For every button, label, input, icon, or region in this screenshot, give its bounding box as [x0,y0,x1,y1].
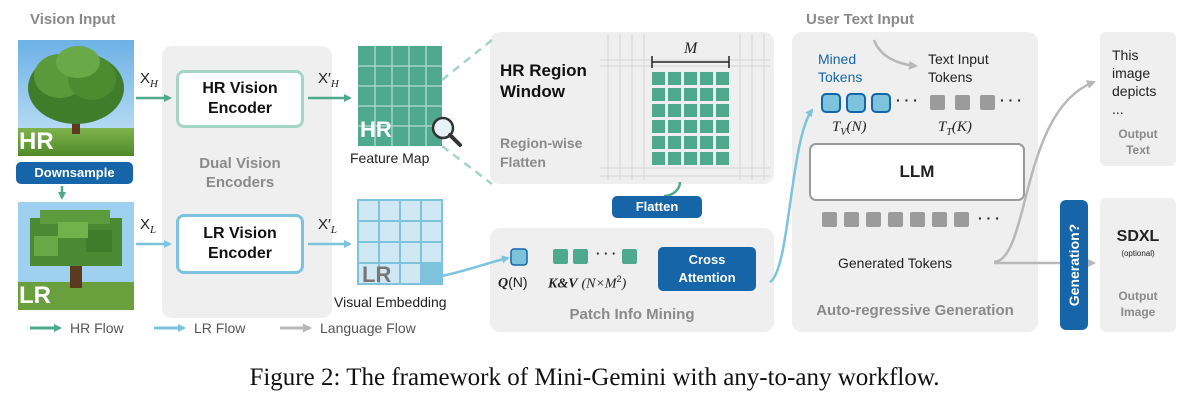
visual-embedding-badge: LR [362,262,392,287]
vision-input-title: Vision Input [30,11,116,28]
x-h-label: XH [140,70,158,90]
lr-image-badge: LR [19,282,51,309]
llm-box [809,143,1025,201]
patch-info-mining-title: Patch Info Mining [569,306,695,323]
output-text-panel [1100,32,1176,166]
hr-input-image [18,40,134,156]
visual-embedding-label: Visual Embedding [334,294,447,310]
generated-tokens-label: Generated Tokens [838,255,953,271]
magnifier-icon [431,116,462,147]
user-text-input-title: User Text Input [806,11,915,28]
text-token-1 [930,95,945,110]
lr-input-image [18,202,134,310]
figure-caption: Figure 2: The framework of Mini-Gemini w… [249,364,940,391]
generation-decision-label: Generation? [1066,223,1082,307]
downsample-label: Downsample [16,162,133,184]
generated-tokens [822,212,969,227]
sdxl-optional: (optional) [1121,249,1155,258]
llm-label: LLM [899,162,935,181]
legend-language-flow: Language Flow [320,320,416,336]
xp-l-label: X′L [318,216,337,236]
mined-token-1 [821,93,841,113]
q-token [510,248,528,266]
kv-dots: · · · [596,246,617,261]
legend-hr-flow: HR Flow [70,320,124,336]
generated-dots: · · · [978,210,1000,226]
kv-token-2 [573,249,588,264]
autoregressive-title: Auto-regressive Generation [816,302,1014,319]
region-window-cells [652,72,729,165]
m-bracket [651,56,730,68]
feature-map-badge: HR [360,117,392,142]
text-token-2 [955,95,970,110]
mined-dots: · · · [896,92,918,108]
kv-token-1 [553,249,568,264]
tt-label: TT(K) [938,119,972,138]
tv-label: TV(N) [832,119,867,138]
feature-map-grid [358,46,442,146]
region-grid [600,34,770,180]
feature-map-label: Feature Map [350,150,430,166]
m-label: M [684,40,698,57]
mined-token-2 [846,93,866,113]
generation-decision-bar [1060,200,1088,330]
kv-label: K&V (N×M2) [548,274,627,292]
q-label: Q(N) [498,274,528,291]
output-image-panel [1100,198,1176,332]
kv-token-3 [622,249,637,264]
sdxl-label: SDXL [1116,228,1160,245]
hr-image-badge: HR [19,128,54,155]
text-token-3 [980,95,995,110]
legend-lr-flow: LR Flow [194,320,246,336]
mined-token-3 [871,93,891,113]
x-l-label: XL [140,216,157,236]
visual-embedding-grid [357,199,443,285]
text-dots: · · · [1000,92,1022,108]
flatten-label: Flatten [612,196,702,218]
xp-h-label: X′H [318,70,339,90]
